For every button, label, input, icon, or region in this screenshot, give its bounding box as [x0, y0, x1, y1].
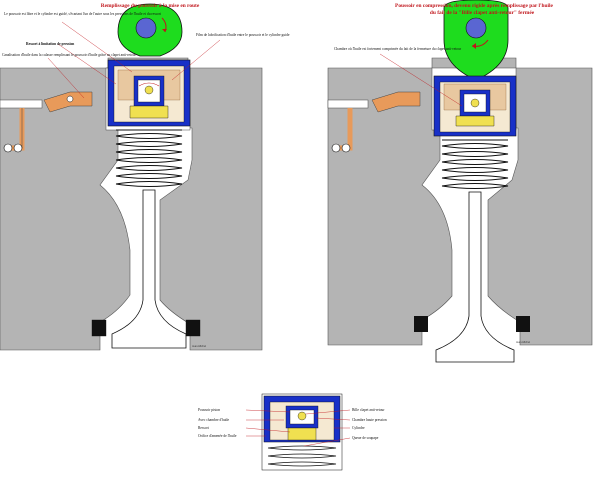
detail-label-check-ball: Bille clapet anti-retour	[352, 408, 385, 412]
left-tappet	[107, 59, 191, 127]
detail-label-cylinder: Cylindre	[352, 426, 365, 430]
right-tappet	[433, 75, 517, 137]
right-valve-spring	[441, 139, 509, 189]
right-valve	[414, 191, 530, 363]
left-signature: Jean-Michel	[192, 344, 206, 348]
left-leaders	[47, 21, 221, 99]
left-valve-spring	[115, 129, 183, 187]
left-label-gap-line1: Le poussoir est libre et le cylindre est…	[4, 12, 161, 17]
right-oil-line	[327, 91, 421, 153]
left-valve	[91, 189, 201, 349]
left-label-channel: Canalisation d'huile dans la culasse rem…	[2, 53, 137, 57]
left-panel: Remplissage du poussoir à la mise en rou…	[0, 3, 290, 351]
left-label-spring: Ressort à limitation de pression	[26, 42, 74, 46]
right-label-chamber: Chambre où l'huile est fortement comprim…	[334, 47, 462, 51]
right-leaders	[379, 53, 463, 107]
left-camshaft	[117, 3, 183, 57]
left-oil-line	[0, 91, 93, 153]
right-panel: Poussoir en compression, devenu rigide a…	[327, 0, 593, 363]
detail-label-piston: Poussoir piston	[198, 408, 220, 412]
right-signature: Jean-Michel	[516, 340, 530, 344]
detail-label-spring: Ressort	[198, 426, 209, 430]
right-title-line1: Poussoir en compression, devenu rigide a…	[395, 3, 553, 9]
right-title-line2: du fait de la "Bille clapet anti-retour"…	[430, 10, 535, 16]
detail-label-oil-inlet: Orifice d'amenée de l'huile	[198, 434, 237, 438]
detail-inset: Poussoir piston Avec chambre d'huile Res…	[198, 393, 387, 471]
detail-label-oil-chamber: Avec chambre d'huile	[198, 418, 230, 422]
right-camshaft	[443, 0, 509, 81]
left-title: Remplissage du poussoir à la mise en rou…	[101, 3, 200, 9]
detail-label-hp-chamber: Chambre haute pression	[352, 418, 387, 422]
detail-label-valve-stem: Queue de soupape	[352, 436, 379, 440]
left-label-film: Film de lubrification d'huile entre le p…	[196, 33, 290, 37]
